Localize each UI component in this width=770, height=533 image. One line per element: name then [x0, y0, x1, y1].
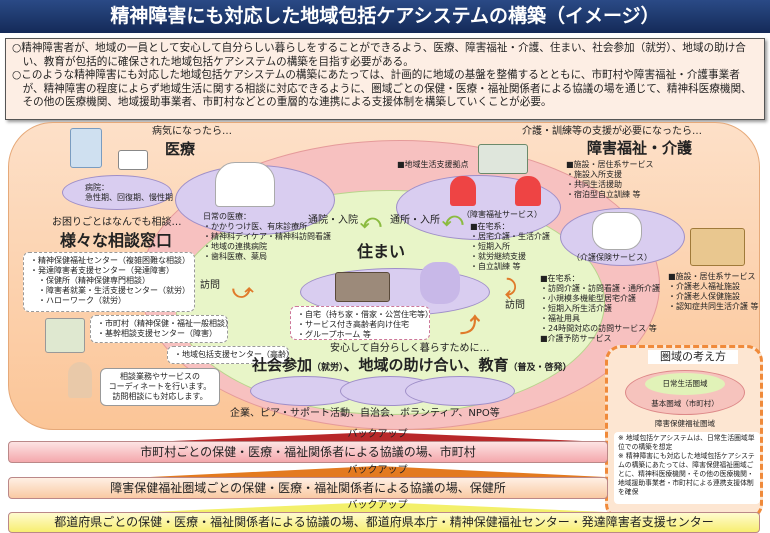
arrow-label-visit: 訪問: [505, 300, 525, 311]
counselor-icon: [68, 362, 92, 398]
welfare-service-label: （障害福祉サービス）: [462, 210, 542, 219]
backup-triangle: [150, 466, 605, 477]
backup-label: バックアップ: [347, 465, 408, 476]
consult-list-1: ・精神保健福祉センター（複雑困難な相談）・発達障害者支援センター（発達障害） ・…: [23, 252, 195, 312]
counselor-speech-bubble: 相談業務やサービスのコーディネートを行います。訪問相談にも対応します。: [100, 368, 220, 406]
green-arrow-icon: ⤺: [360, 209, 382, 233]
welfare-lead: 介護・訓練等の支援が必要になったら…: [522, 126, 702, 137]
helper-icon: [515, 176, 541, 206]
support-base-label: ■地域生活支援拠点: [397, 160, 469, 169]
basic-area-label: 基本圏域（市町村）: [651, 399, 719, 408]
care-facility-icon: [690, 228, 745, 266]
welfare-home-list: ■在宅系：・居宅介護・生活介護・短期入所・就労継続支援・自立訓練 等: [470, 222, 550, 271]
backup-triangle: [150, 502, 605, 512]
care-home-list: ■在宅系：・訪問介護・訪問看護・通所介護・小規模多機能型居宅介護・短期入所生活介…: [540, 274, 660, 343]
daily-medical-text: 日常の医療：・かかりつけ医、有床診療所・精神科デイケア・精神科訪問看護・地域の連…: [203, 212, 331, 261]
helper-icon: [450, 176, 476, 206]
social-lead: 安心して自分らしく暮らすために…: [330, 343, 490, 354]
ambulance-icon: [118, 150, 148, 170]
care-service-label: （介護保険サービス）: [572, 253, 652, 262]
intro-paragraph: ○精神障害者が、地域の一員として安心して自分らしい暮らしをすることができるよう、…: [12, 42, 746, 68]
arrow-label-facility: 通所・入所: [390, 215, 440, 226]
social-heading: 社会参加（就労）、地域の助け合い、教育（普及・啓発）: [252, 356, 572, 374]
medical-lead: 病気になったら…: [152, 126, 232, 137]
backup-triangle: [150, 432, 605, 442]
family-icon: [420, 262, 460, 304]
area-notes: ※ 地域包括ケアシステムは、日常生活圏域単位での構築を想定※ 精神障害にも対応し…: [614, 432, 760, 504]
welfare-facility-list: ■施設・居住系サービス・施設入所支援・共同生活援助・宿泊型自立訓練 等: [566, 160, 654, 199]
welfare-area-band: 障害保健福祉圏域ごとの保健・医療・福祉関係者による協議の場、保健所: [8, 477, 608, 499]
support-base-building-icon: [478, 144, 528, 174]
hospital-ellipse: [62, 175, 172, 210]
wheelchair-icon: [592, 212, 642, 250]
backup-label: バックアップ: [347, 429, 408, 440]
arrow-label-visit: 訪問: [200, 280, 220, 291]
daily-area-ellipse: 日常生活圏域: [645, 373, 725, 395]
hospital-text: 病院：急性期、回復期、慢性期: [85, 183, 173, 202]
doctor-nurse-icon: [215, 162, 275, 207]
backup-label: バックアップ: [347, 500, 408, 511]
municipal-band: 市町村ごとの保健・医療・福祉関係者による協議の場、市町村: [8, 441, 608, 463]
consult-list-2: ・市町村（精神保健・福祉一般相談）・基幹相談支援センター（障害）: [90, 315, 233, 343]
consult-list-3: ・地域包括支援センター（高齢）: [167, 346, 294, 364]
orange-arrow-icon: ⤴: [460, 313, 480, 337]
area-heading: 圏域の考え方: [648, 350, 738, 364]
page-title: 精神障害にも対応した地域包括ケアシステムの構築（イメージ）: [0, 0, 770, 33]
intro-paragraph: ○このような精神障害にも対応した地域包括ケアシステムの構築にあたっては、計画的に…: [12, 69, 752, 108]
house-icon: [335, 272, 390, 302]
consult-lead: お困りごとはなんでも相談…: [52, 217, 182, 228]
prefecture-band: 都道府県ごとの保健・医療・福祉関係者による協議の場、都道府県本庁・精神保健福祉セ…: [8, 512, 760, 533]
office-building-icon: [45, 318, 85, 353]
orange-arrow-icon: ⤸: [505, 275, 517, 299]
hospital-icon: [70, 128, 102, 168]
orange-arrow-icon: ⤻: [232, 279, 254, 303]
medical-heading: 医療: [165, 140, 196, 158]
social-ellipse: [405, 376, 515, 406]
intro-box: ○精神障害者が、地域の一員として安心して自分らしい暮らしをすることができるよう、…: [5, 38, 765, 120]
arrow-label-hospital: 通院・入院: [308, 215, 358, 226]
welfare-area-label: 障害保健福祉圏域: [655, 419, 715, 428]
green-arrow-icon: ⤺: [442, 207, 464, 231]
consult-heading: 様々な相談窓口: [60, 231, 173, 250]
social-groups: 企業、ピア・サポート活動、自治会、ボランティア、NPO等: [230, 408, 500, 419]
housing-heading: 住まい: [357, 242, 406, 261]
care-facility-list: ■施設・居住系サービス・介護老人福祉施設・介護老人保健施設・認知症共同生活介護 …: [668, 272, 759, 311]
welfare-heading: 障害福祉・介護: [587, 139, 693, 157]
housing-list: ・自宅（持ち家・借家・公営住宅等）・サービス付き高齢者向け住宅・グループホーム …: [290, 306, 433, 340]
